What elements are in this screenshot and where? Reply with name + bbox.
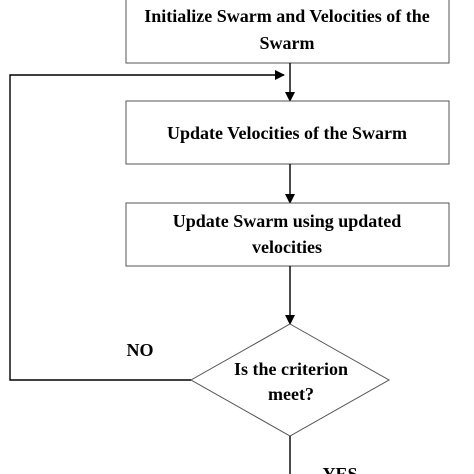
- update-velocities-node: Update Velocities of the Swarm: [125, 100, 450, 165]
- init-box: [125, 0, 450, 64]
- decision-label-line2: meet?: [268, 384, 314, 404]
- update-swarm-node: Update Swarm using updated velocities: [125, 202, 450, 267]
- init-node: Initialize Swarm and Velocities of the S…: [125, 0, 450, 64]
- decision-label-line1: Is the criterion: [234, 359, 348, 379]
- update-velocities-box: [125, 100, 450, 165]
- init-label-line1: Initialize Swarm and Velocities of the: [144, 6, 430, 26]
- no-loop-path: [9, 70, 285, 381]
- yes-label: YES: [322, 464, 357, 474]
- update-velocities-label: Update Velocities of the Swarm: [167, 123, 407, 143]
- no-label: NO: [127, 340, 154, 360]
- decision-diamond: [189, 323, 391, 437]
- update-swarm-box: [125, 202, 450, 267]
- update-swarm-label-line2: velocities: [252, 237, 322, 257]
- init-label-line2: Swarm: [260, 33, 315, 53]
- update-swarm-label-line1: Update Swarm using updated: [173, 211, 402, 231]
- decision-node: Is the criterion meet?: [189, 323, 391, 437]
